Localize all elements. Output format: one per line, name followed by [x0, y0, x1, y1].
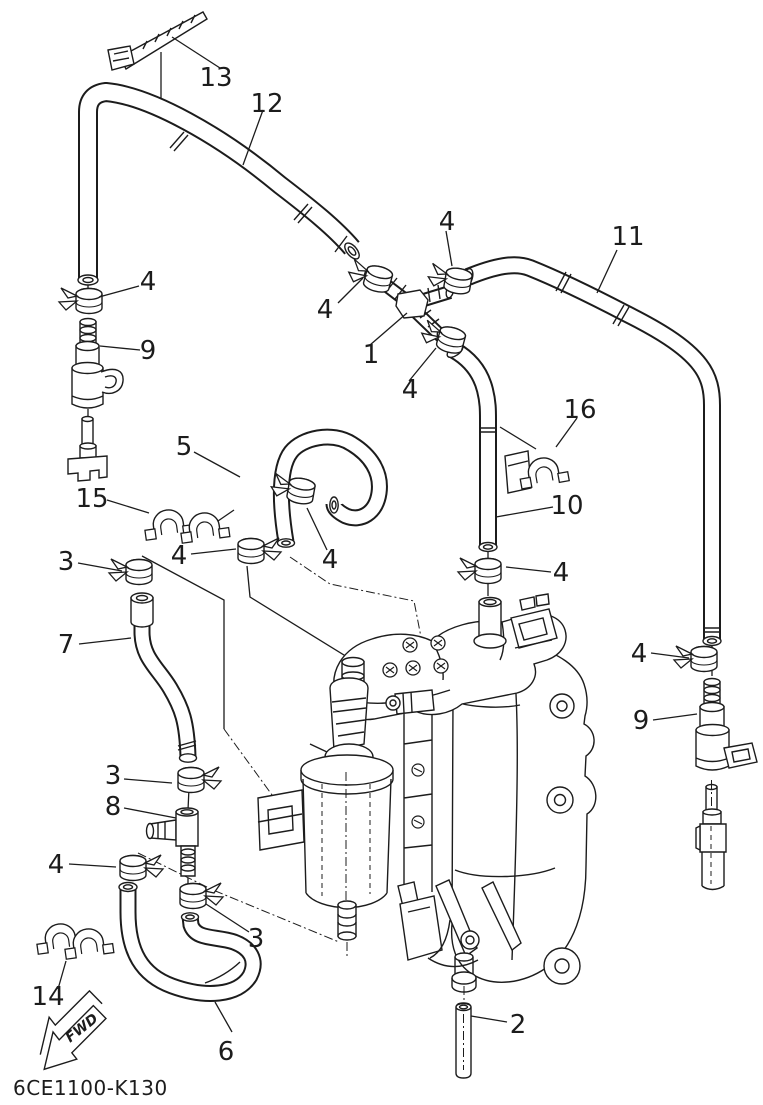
leader-lines — [57, 36, 698, 1033]
callout-4: 4 — [48, 850, 65, 880]
hose-11 — [462, 256, 722, 647]
hose-12 — [77, 81, 360, 286]
callouts: 13 12 4 11 4 4 9 1 4 16 5 15 10 4 4 3 4 … — [31, 63, 649, 1067]
callout-3: 3 — [248, 924, 265, 954]
callout-12: 12 — [250, 89, 283, 119]
drawing-code: 6CE1100-K130 — [13, 1076, 168, 1100]
callout-16: 16 — [563, 395, 596, 425]
fuel-receptacle-left — [67, 415, 108, 482]
clip-14 — [33, 920, 115, 960]
callout-15: 15 — [75, 484, 108, 514]
callout-13: 13 — [199, 63, 232, 93]
hose-7 — [130, 592, 198, 763]
pump-inlet-stub — [473, 596, 507, 649]
callout-11: 11 — [611, 222, 644, 252]
fitting-8 — [145, 807, 199, 877]
callout-10: 10 — [550, 491, 583, 521]
clamp-4 — [119, 854, 164, 882]
cable-tie-13 — [107, 11, 208, 71]
callout-7: 7 — [58, 630, 75, 660]
callout-8: 8 — [105, 792, 122, 822]
clip-15 — [141, 506, 231, 544]
hose-6 — [118, 881, 262, 1002]
callout-4: 4 — [140, 267, 157, 297]
callout-9: 9 — [633, 706, 650, 736]
clamp-4 — [345, 257, 395, 296]
callout-4: 4 — [439, 207, 456, 237]
callout-4: 4 — [317, 295, 334, 325]
callout-9: 9 — [140, 336, 157, 366]
pump-center-barb — [385, 689, 435, 715]
callout-2: 2 — [510, 1010, 527, 1040]
fuel-connector-9-left — [71, 317, 124, 409]
clamp-4 — [237, 537, 282, 565]
callout-4: 4 — [322, 545, 339, 575]
fuel-connector-9-right — [695, 677, 758, 771]
callout-4: 4 — [402, 375, 419, 405]
clamp-3 — [179, 882, 224, 910]
clamp-3 — [108, 558, 153, 586]
clamp-4 — [457, 557, 502, 585]
callout-4: 4 — [553, 558, 570, 588]
hose-10 — [446, 342, 498, 553]
fuel-receptacle-right — [695, 780, 727, 891]
clamp-4 — [58, 287, 103, 315]
clamp-3 — [177, 766, 222, 794]
fuel-pump-assembly — [257, 593, 597, 993]
callout-1: 1 — [363, 340, 380, 370]
hose-clamps — [58, 257, 718, 910]
pump-connector-block — [510, 593, 558, 649]
callout-3: 3 — [58, 547, 75, 577]
tube-2 — [455, 1002, 472, 1079]
hose-5 — [272, 428, 388, 548]
pump-bracket-plate — [257, 789, 305, 851]
callout-3: 3 — [105, 761, 122, 791]
clip-16 — [504, 450, 570, 494]
callout-4: 4 — [171, 541, 188, 571]
clamp-4 — [673, 645, 718, 673]
callout-14: 14 — [31, 982, 64, 1012]
callout-6: 6 — [218, 1037, 235, 1067]
callout-4: 4 — [631, 639, 648, 669]
callout-5: 5 — [176, 432, 193, 462]
pump-filter-column — [300, 677, 394, 958]
